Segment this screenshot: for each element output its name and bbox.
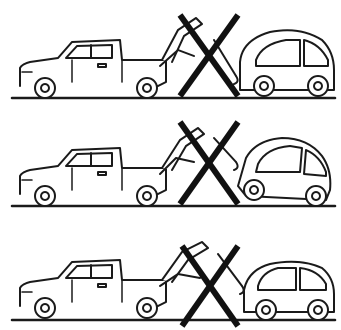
tow-truck-front-wheel: [35, 298, 55, 318]
towing-scene-3: [0, 220, 341, 330]
tow-truck-front-wheel: [35, 186, 55, 206]
small-vehicle-rear-wheel: [244, 180, 264, 200]
prohibited-cross-icon: [180, 122, 238, 204]
prohibited-cross-icon: [182, 246, 238, 326]
towing-scene-2: [0, 110, 341, 220]
towing-scene-1: [0, 0, 341, 110]
tow-truck-rear-wheel: [137, 298, 157, 318]
tow-hook-icon: [234, 76, 238, 84]
small-vehicle-front-wheel: [256, 300, 276, 320]
tow-truck-rear-wheel: [137, 186, 157, 206]
tow-hook-icon: [234, 162, 238, 170]
prohibited-cross-icon: [180, 15, 238, 96]
towing-panel-3: [0, 220, 341, 330]
towing-panel-2: [0, 110, 341, 220]
small-vehicle-rear-wheel: [308, 300, 328, 320]
small-vehicle-front-wheel: [308, 76, 328, 96]
small-vehicle-front-wheel: [306, 186, 326, 206]
tow-truck-front-wheel: [35, 78, 55, 98]
towing-panel-1: [0, 0, 341, 110]
tow-truck-rear-wheel: [137, 78, 157, 98]
small-vehicle-rear-wheel: [254, 76, 274, 96]
